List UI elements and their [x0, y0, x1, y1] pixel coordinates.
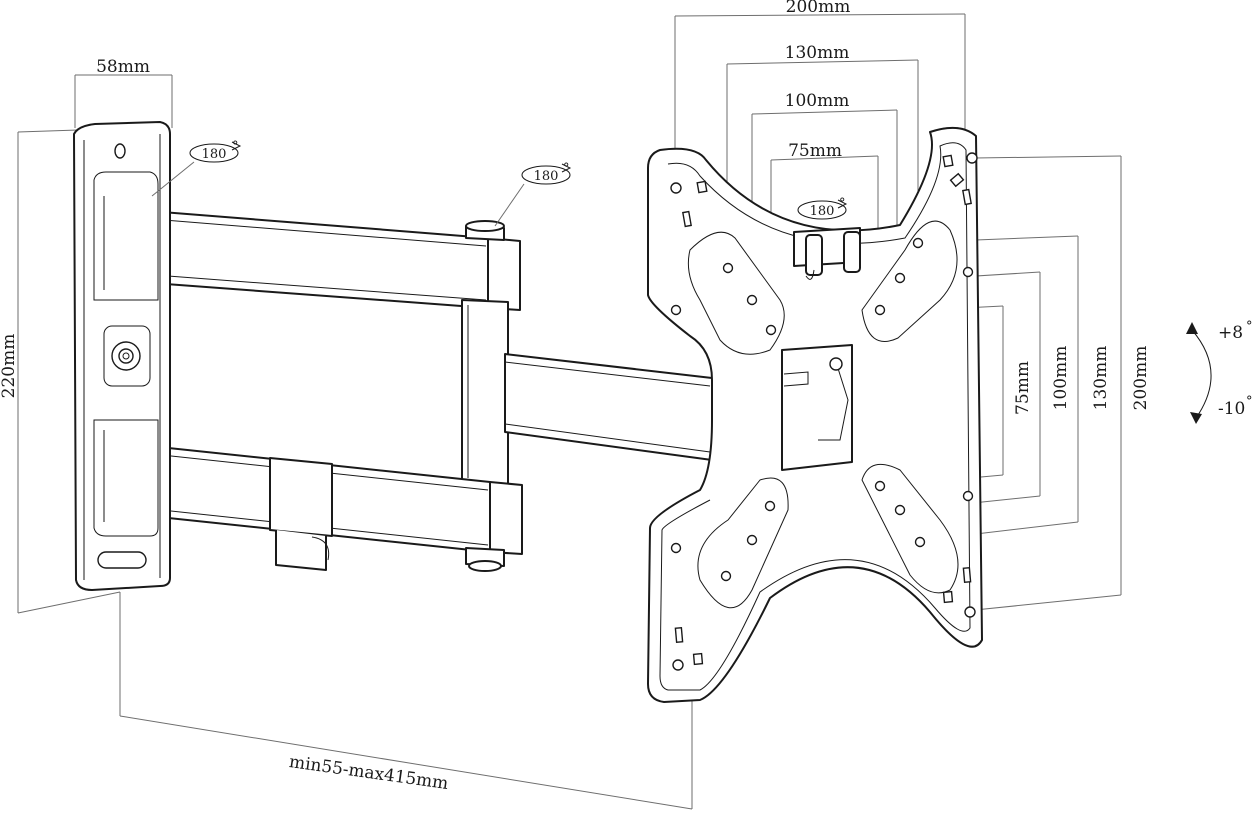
degree-symbol: °: [1246, 319, 1253, 334]
dim-vesa-v-200: 200mm: [1131, 346, 1151, 411]
tilt-down-arrow-icon: [1190, 412, 1202, 424]
upper-arm: [111, 207, 521, 311]
vesa-plate: [647, 126, 983, 703]
front-arm: [504, 353, 713, 461]
tilt-up-label: +8: [1218, 323, 1243, 343]
degree-symbol: °: [1246, 394, 1253, 409]
dim-vesa-v-130: 130mm: [1091, 346, 1111, 411]
degree-symbol: °: [839, 196, 846, 211]
dim-vesa-v-75: 75mm: [1013, 361, 1033, 415]
wall-plate: [73, 121, 171, 591]
tilt-down-label: -10: [1218, 399, 1245, 419]
rotation-label-arm: 180: [534, 169, 559, 184]
tilt-up-arrow-icon: [1186, 322, 1198, 334]
dim-vesa-v-100: 100mm: [1051, 346, 1071, 411]
dim-vesa-h-130: 130mm: [785, 43, 850, 63]
dim-extension: min55-max415mm: [288, 752, 450, 794]
degree-symbol: °: [563, 161, 570, 176]
rotation-label-wall: 180: [202, 147, 227, 162]
tilt-indicator: +8 ° -10 °: [1186, 319, 1253, 424]
rotation-label-plate: 180: [810, 204, 835, 219]
degree-symbol: °: [232, 139, 239, 154]
rotation-marker-arm: 180 °: [494, 161, 572, 227]
dim-vesa-h-100: 100mm: [785, 91, 850, 111]
vertical-pivot-column: [461, 299, 509, 485]
dim-wall-height: 220mm: [0, 334, 19, 399]
rotation-marker-wall: 180 °: [151, 139, 242, 197]
dim-vesa-h-75: 75mm: [788, 141, 842, 161]
rotation-marker-plate: 180 °: [797, 196, 848, 220]
lower-arm: [111, 441, 523, 571]
dim-wall-width: 58mm: [96, 57, 150, 77]
dim-vesa-h-200: 200mm: [786, 0, 851, 17]
